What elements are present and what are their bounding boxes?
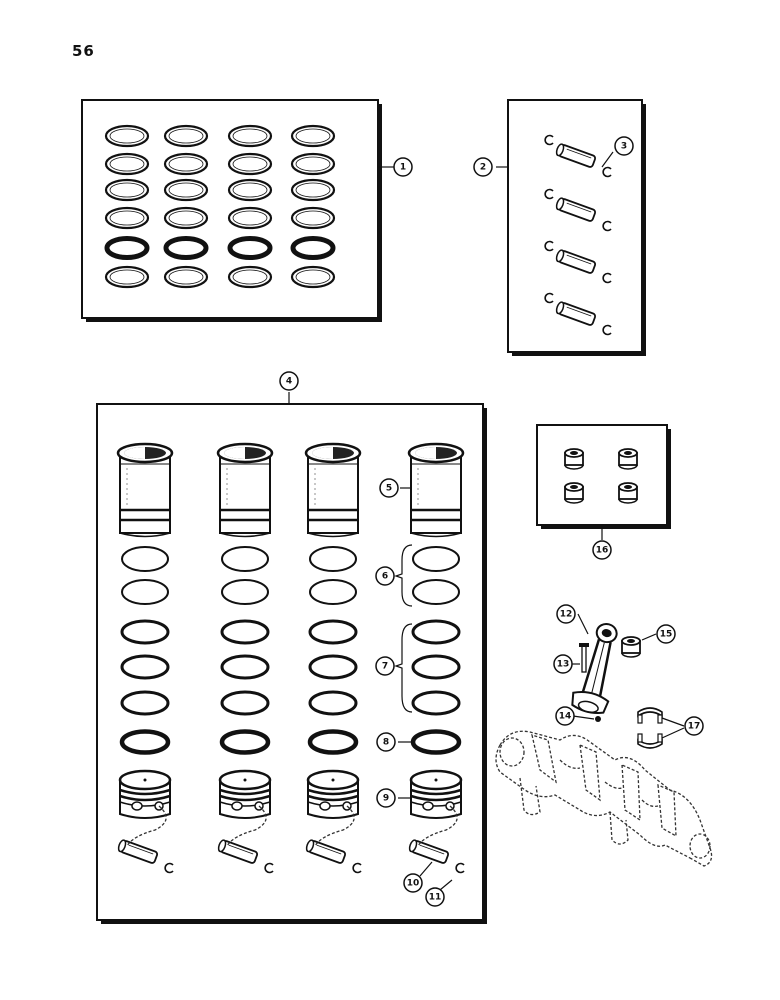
callout-1: 1 bbox=[393, 157, 413, 177]
piston bbox=[409, 769, 463, 820]
cylinder-sleeve bbox=[216, 442, 274, 538]
callout-label: 1 bbox=[400, 163, 406, 173]
callout-label: 9 bbox=[383, 794, 389, 804]
callout-label: 11 bbox=[429, 893, 442, 903]
callout-12: 12 bbox=[556, 604, 576, 624]
page-number: 56 bbox=[72, 42, 95, 60]
pin-set-box bbox=[496, 99, 646, 356]
callout-label: 15 bbox=[660, 630, 673, 640]
callout-label: 13 bbox=[557, 660, 570, 670]
callout-10: 10 bbox=[403, 873, 423, 893]
callout-7: 7 bbox=[375, 656, 395, 676]
pin-path-line bbox=[226, 805, 267, 847]
callout-label: 5 bbox=[386, 484, 392, 494]
callout-label: 4 bbox=[286, 377, 292, 387]
callout-9: 9 bbox=[376, 788, 396, 808]
callout-16: 16 bbox=[592, 540, 612, 560]
callout-13: 13 bbox=[553, 654, 573, 674]
callout-label: 14 bbox=[559, 712, 572, 722]
callout-2: 2 bbox=[473, 157, 493, 177]
ring-set-box bbox=[81, 99, 394, 322]
callout-3: 3 bbox=[614, 136, 634, 156]
callout-5: 5 bbox=[379, 478, 399, 498]
cylinder-sleeve bbox=[116, 442, 174, 538]
cylinder-sleeve bbox=[407, 442, 465, 538]
sleeve-kit-box bbox=[96, 392, 487, 924]
bushing-set-box bbox=[536, 424, 671, 540]
callout-label: 2 bbox=[480, 163, 486, 173]
callout-label: 16 bbox=[596, 546, 609, 556]
callout-17: 17 bbox=[684, 716, 704, 736]
pin-path-line bbox=[314, 805, 355, 847]
pin-path-line bbox=[417, 805, 458, 847]
piston bbox=[118, 769, 172, 820]
crankshaft-phantom bbox=[495, 730, 713, 867]
callout-label: 10 bbox=[407, 879, 420, 889]
callout-label: 3 bbox=[621, 142, 627, 152]
callout-11: 11 bbox=[425, 887, 445, 907]
piston bbox=[218, 769, 272, 820]
callout-label: 8 bbox=[383, 738, 389, 748]
callout-label: 12 bbox=[560, 610, 573, 620]
callout-label: 6 bbox=[382, 572, 388, 582]
callout-4: 4 bbox=[279, 371, 299, 391]
callout-8: 8 bbox=[376, 732, 396, 752]
piston bbox=[306, 769, 360, 820]
callout-label: 17 bbox=[688, 722, 701, 732]
callout-15: 15 bbox=[656, 624, 676, 644]
callout-14: 14 bbox=[555, 706, 575, 726]
callout-label: 7 bbox=[382, 662, 388, 672]
pin-path-line bbox=[126, 805, 167, 847]
cylinder-sleeve bbox=[304, 442, 362, 538]
connecting-rod bbox=[571, 613, 685, 749]
callout-6: 6 bbox=[375, 566, 395, 586]
